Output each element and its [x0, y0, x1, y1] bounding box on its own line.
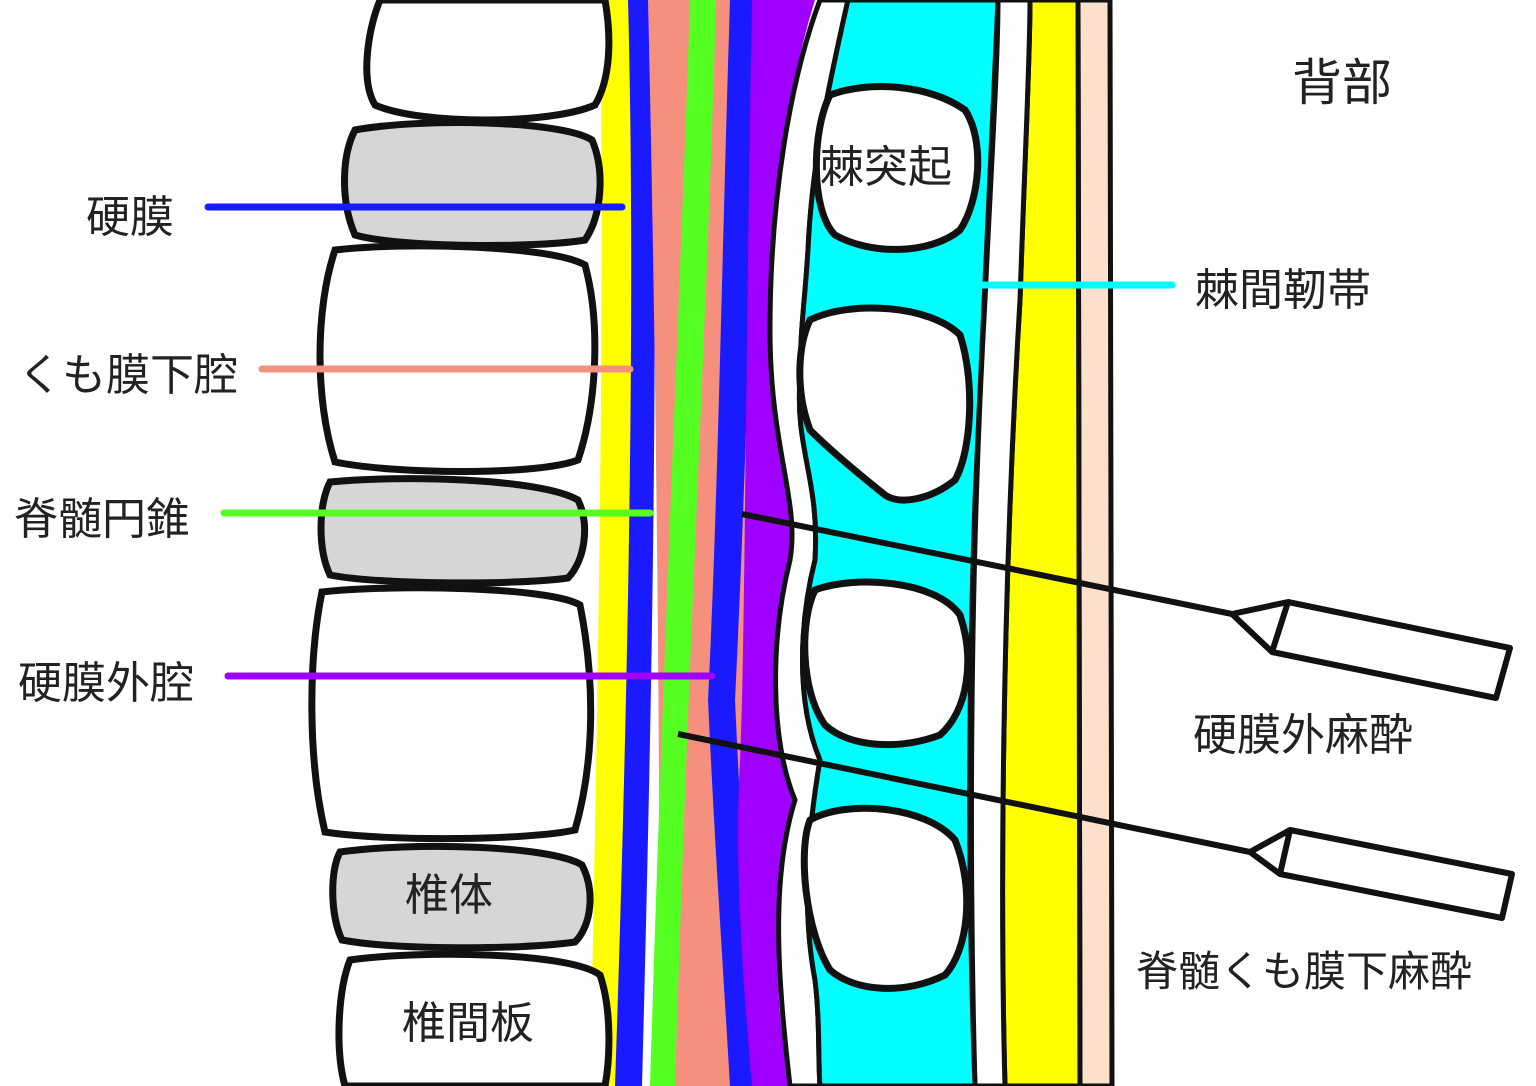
conus-medullaris	[650, 0, 716, 1086]
spinal-needle	[677, 731, 1515, 921]
dura-posterior	[708, 0, 758, 1086]
label-spinous: 棘突起	[820, 142, 952, 193]
dura-anterior	[615, 0, 655, 1086]
epidural-needle	[741, 511, 1513, 701]
label-subarachnoid: くも膜下腔	[18, 350, 238, 401]
intervertebral-disc-1	[341, 119, 604, 249]
epidural-column	[738, 0, 815, 1086]
vertebral-body-1	[363, 0, 613, 124]
intervertebral-disc-3	[329, 842, 594, 952]
label-interspinous: 棘間靭帯	[1195, 265, 1371, 316]
spinous-process-3	[801, 578, 972, 749]
label-dura: 硬膜	[86, 192, 174, 243]
label-conus: 脊髄円錐	[14, 494, 190, 545]
intervertebral-disc-2	[317, 475, 589, 587]
label-epidural-space: 硬膜外腔	[18, 658, 194, 709]
vertebral-body-4	[335, 950, 613, 1086]
skin-layer	[1075, 0, 1115, 1086]
label-spinal-anesthesia: 脊髄くも膜下麻酔	[1136, 947, 1472, 996]
label-vertebral-body: 椎体	[405, 870, 493, 921]
vertebral-body-3	[308, 584, 595, 843]
label-epidural-anesthesia: 硬膜外麻酔	[1193, 710, 1413, 761]
label-disc: 椎間板	[402, 998, 534, 1049]
spinous-process-1	[812, 83, 982, 253]
title-back: 背部	[1292, 54, 1392, 112]
vertebral-body-2	[316, 242, 599, 475]
spinous-process-4	[800, 804, 971, 992]
spinous-process-2	[796, 304, 974, 504]
